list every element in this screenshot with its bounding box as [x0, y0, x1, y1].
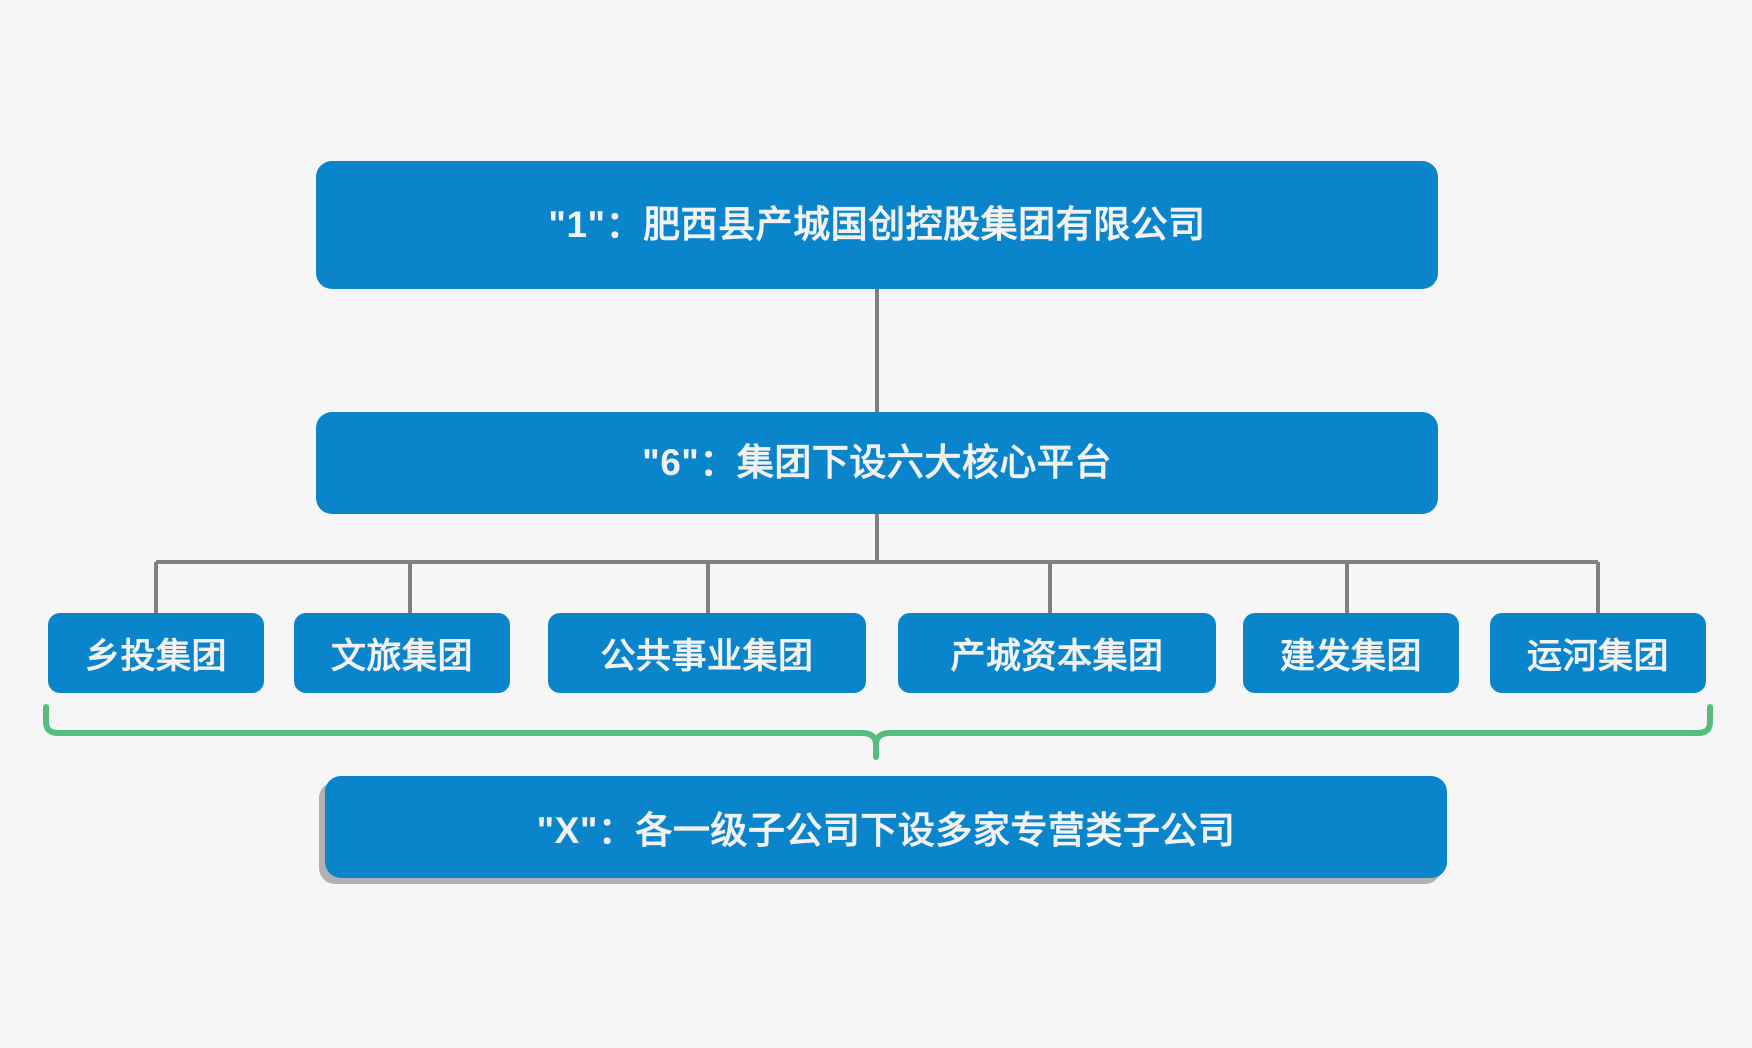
node-child-3-label: 产城资本集团 — [950, 636, 1164, 676]
node-child-4-label: 建发集团 — [1279, 636, 1422, 676]
node-six-platforms[interactable]: "6"：集团下设六大核心平台 — [316, 412, 1438, 514]
node-child-wenlv[interactable]: 文旅集团 — [294, 613, 510, 693]
node-x-label: "X"：各一级子公司下设多家专营类子公司 — [536, 810, 1236, 851]
green-brace-connector — [43, 704, 1713, 760]
node-child-jianfa[interactable]: 建发集团 — [1243, 613, 1459, 693]
node-child-5-label: 运河集团 — [1526, 636, 1669, 676]
node-child-chanchengziben[interactable]: 产城资本集团 — [898, 613, 1216, 693]
node-root-company[interactable]: "1"：肥西县产城国创控股集团有限公司 — [316, 161, 1438, 289]
node-child-yunhe[interactable]: 运河集团 — [1490, 613, 1706, 693]
node-child-1-label: 文旅集团 — [330, 636, 473, 676]
node-root-label: "1"：肥西县产城国创控股集团有限公司 — [548, 203, 1206, 245]
node-x-subsidiaries[interactable]: "X"：各一级子公司下设多家专营类子公司 — [325, 776, 1447, 878]
node-child-2-label: 公共事业集团 — [600, 636, 814, 676]
node-child-xiangtou[interactable]: 乡投集团 — [48, 613, 264, 693]
node-child-0-label: 乡投集团 — [84, 636, 227, 676]
node-six-label: "6"：集团下设六大核心平台 — [642, 441, 1112, 483]
node-child-gonggongshiye[interactable]: 公共事业集团 — [548, 613, 866, 693]
